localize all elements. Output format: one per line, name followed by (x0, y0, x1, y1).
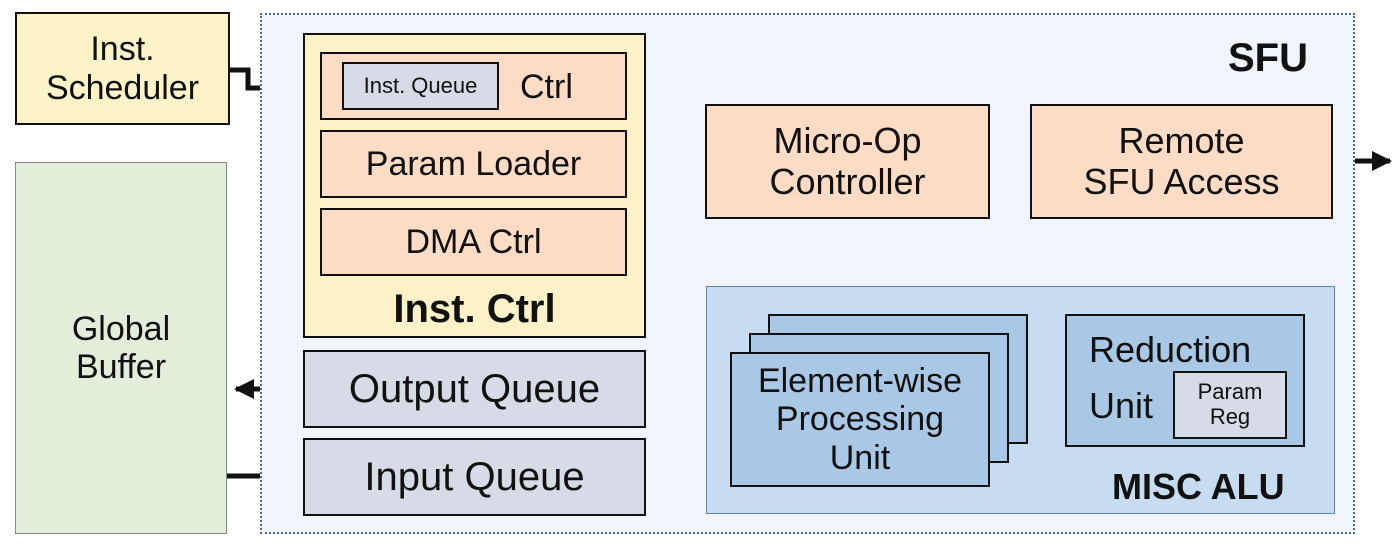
misc-alu-title: MISC ALU (1112, 466, 1285, 507)
micro-op-controller-box: Micro-Op Controller (705, 104, 990, 219)
output-queue-box: Output Queue (303, 350, 646, 428)
ctrl-box: Inst. Queue Ctrl (320, 52, 627, 120)
input-queue-box: Input Queue (303, 438, 646, 516)
reduction-unit-label-bottom: Unit (1089, 385, 1154, 426)
reduction-unit-label-top: Reduction (1089, 329, 1252, 370)
ctrl-label: Ctrl (520, 68, 573, 106)
dma-ctrl-box: DMA Ctrl (320, 208, 627, 276)
param-reg-box: Param Reg (1173, 371, 1287, 439)
reduction-unit-box: Reduction Unit Param Reg (1065, 314, 1305, 447)
remote-sfu-access-box: Remote SFU Access (1030, 104, 1333, 219)
element-wise-processing-unit-box: Element-wise Processing Unit (730, 352, 990, 487)
inst-scheduler-box: Inst. Scheduler (15, 12, 230, 125)
inst-queue-box: Inst. Queue (342, 62, 499, 110)
global-buffer-box: Global Buffer (15, 162, 227, 534)
param-loader-box: Param Loader (320, 130, 627, 198)
inst-ctrl-title: Inst. Ctrl (393, 287, 556, 331)
sfu-title: SFU (1228, 36, 1308, 80)
